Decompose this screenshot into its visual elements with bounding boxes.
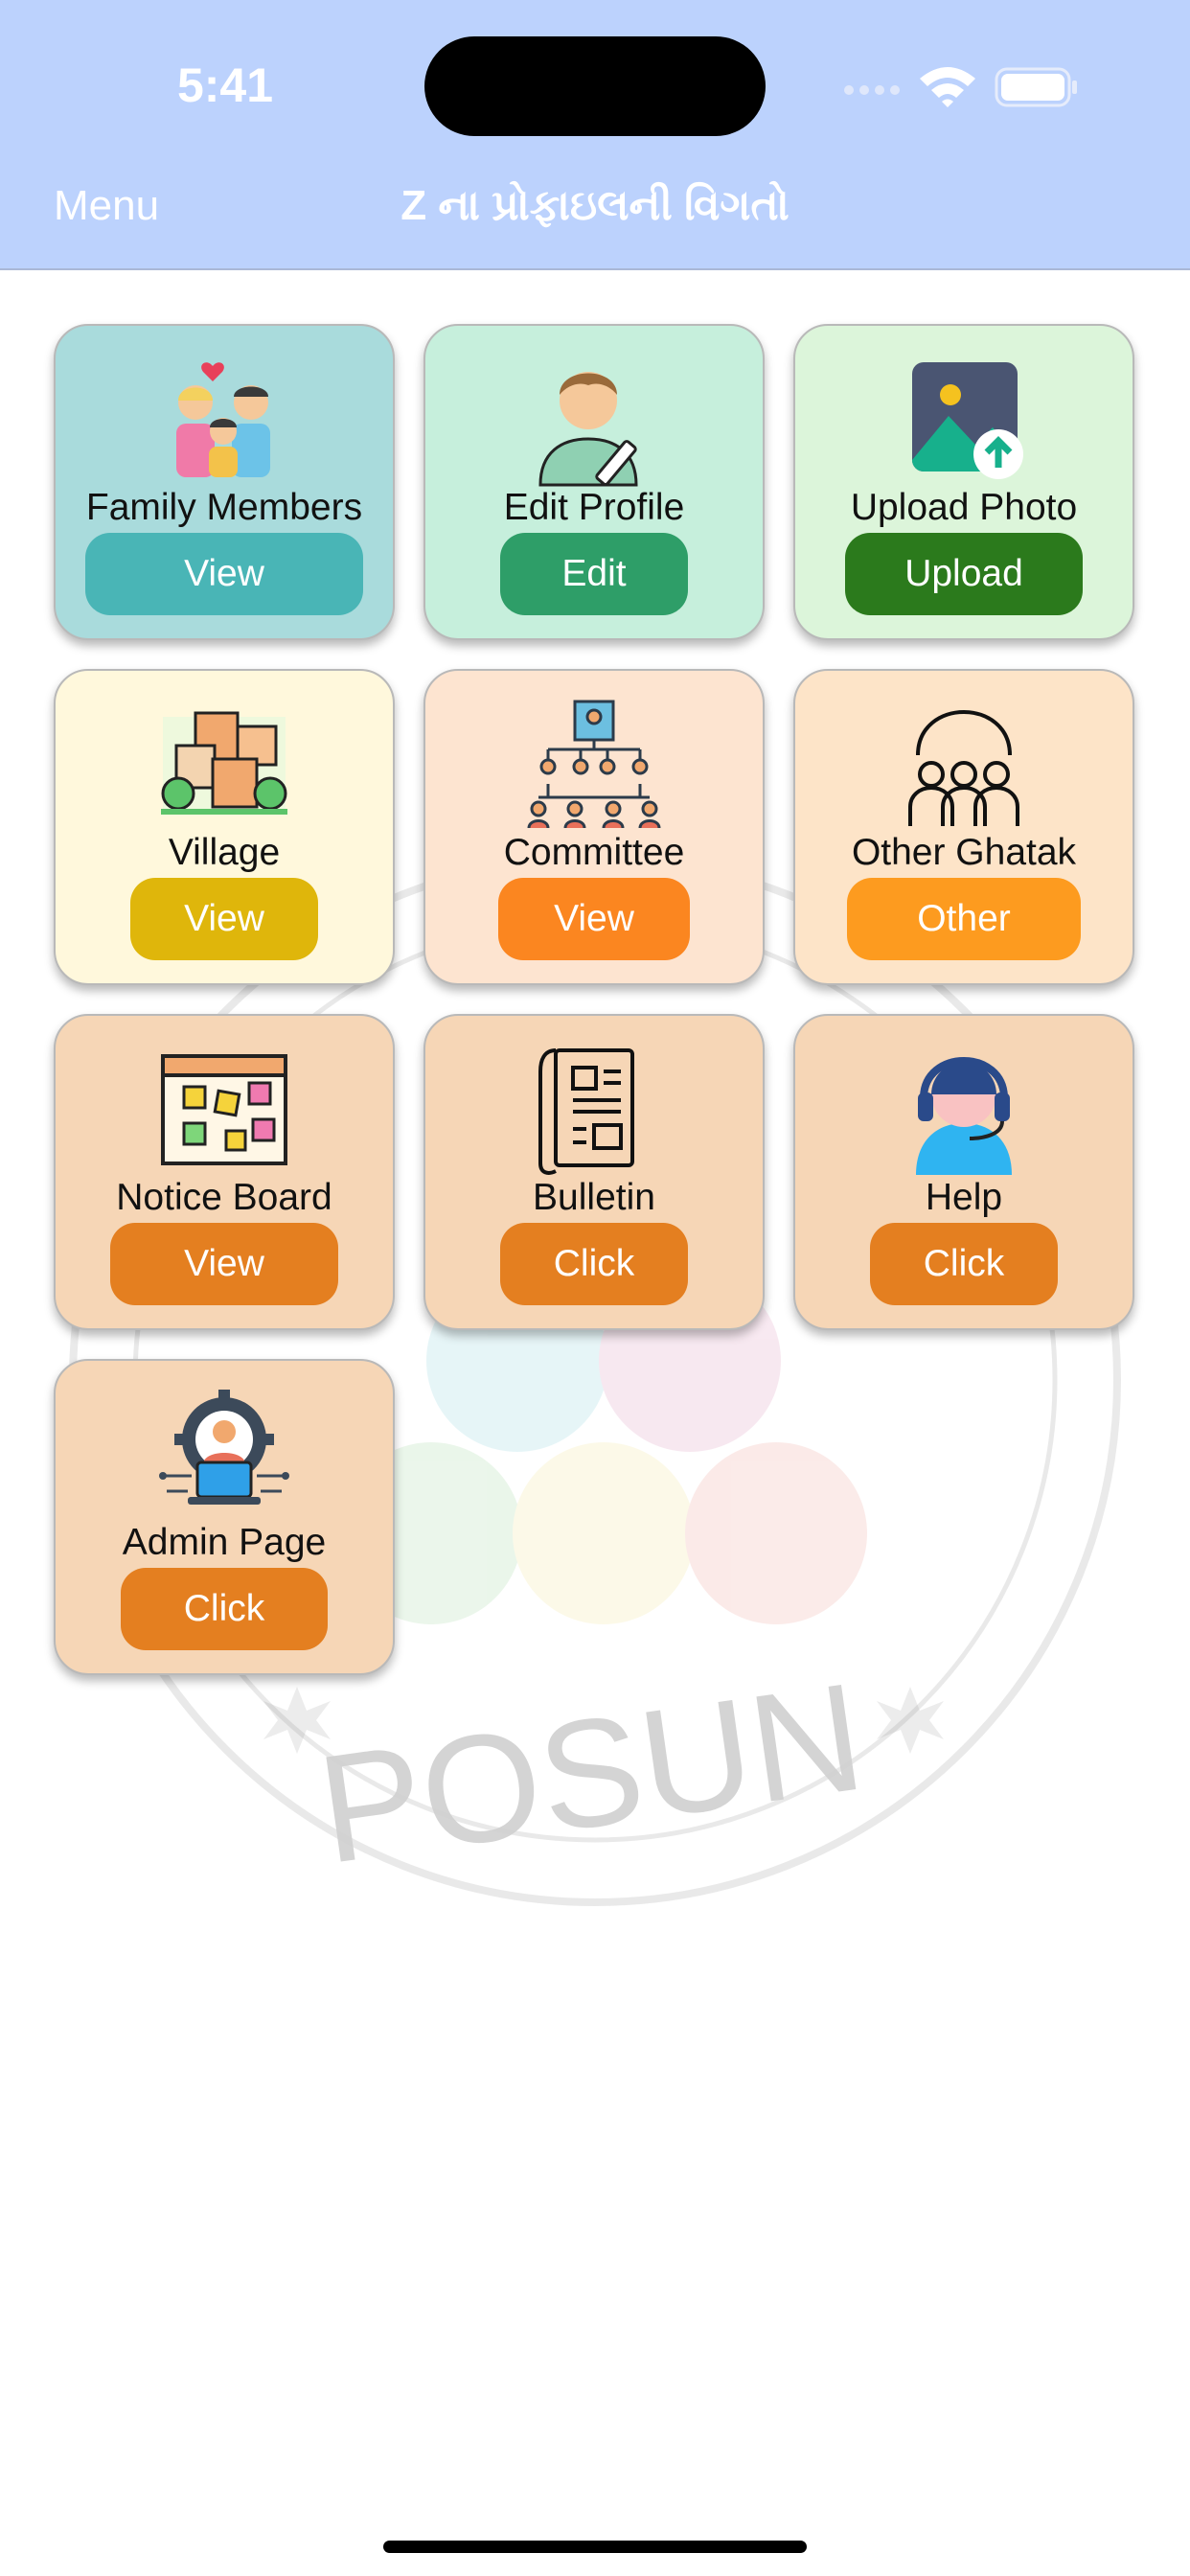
notice-board-icon bbox=[157, 1043, 291, 1177]
tile-label: Edit Profile bbox=[503, 487, 685, 528]
tile-label: Upload Photo bbox=[850, 487, 1078, 528]
menu-button[interactable]: Menu bbox=[54, 182, 160, 229]
page-title: Z ના પ્રોફાઇલની વિગતો bbox=[400, 182, 790, 229]
other-ghatak-other-button[interactable]: Other bbox=[847, 878, 1081, 960]
bulletin-click-button[interactable]: Click bbox=[500, 1223, 688, 1305]
edit-profile-edit-button[interactable]: Edit bbox=[500, 533, 688, 615]
status-time: 5:41 bbox=[176, 58, 274, 112]
watermark-text: POSUN bbox=[309, 1650, 873, 1896]
tile-label: Notice Board bbox=[116, 1177, 332, 1218]
tile-label: Other Ghatak bbox=[851, 832, 1077, 873]
tile-label: Village bbox=[168, 832, 281, 873]
tile-label: Admin Page bbox=[122, 1522, 327, 1563]
family-icon bbox=[157, 353, 291, 487]
village-view-button[interactable]: View bbox=[130, 878, 318, 960]
tile-label: Bulletin bbox=[533, 1177, 655, 1218]
cellular-signal-icon bbox=[844, 85, 900, 95]
family-members-view-button[interactable]: View bbox=[85, 533, 363, 615]
notice-board-view-button[interactable]: View bbox=[110, 1223, 338, 1305]
wifi-icon bbox=[920, 67, 975, 107]
upload-photo-upload-button[interactable]: Upload bbox=[845, 533, 1083, 615]
village-icon bbox=[157, 698, 291, 832]
bulletin-icon bbox=[527, 1043, 661, 1177]
help-support-icon bbox=[897, 1043, 1031, 1177]
committee-icon bbox=[527, 698, 661, 832]
tile-label: Committee bbox=[503, 832, 685, 873]
tile-label: Family Members bbox=[85, 487, 363, 528]
group-icon bbox=[897, 698, 1031, 832]
edit-profile-icon bbox=[527, 353, 661, 487]
battery-icon bbox=[995, 67, 1077, 107]
home-indicator bbox=[383, 2541, 807, 2553]
committee-view-button[interactable]: View bbox=[498, 878, 690, 960]
admin-icon bbox=[157, 1388, 291, 1522]
admin-page-click-button[interactable]: Click bbox=[121, 1568, 328, 1650]
dynamic-island bbox=[424, 36, 766, 136]
upload-photo-icon bbox=[897, 353, 1031, 487]
tile-label: Help bbox=[925, 1177, 1003, 1218]
header-bar: 5:41 Menu Z ના પ્રોફાઇલની વિગતો bbox=[0, 0, 1190, 270]
help-click-button[interactable]: Click bbox=[870, 1223, 1058, 1305]
